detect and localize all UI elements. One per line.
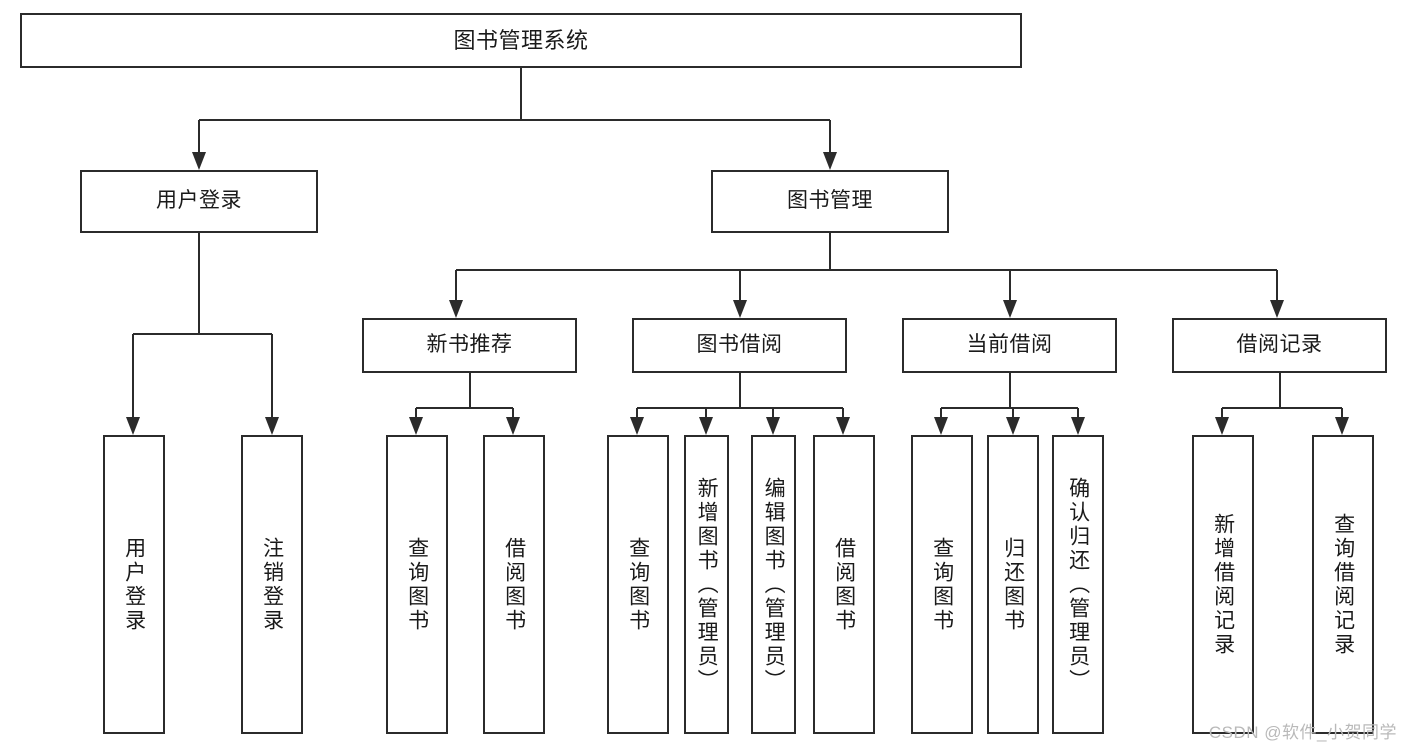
node-borrowing-records[interactable]: 借阅记录 [1172,318,1387,373]
node-root-book-management-system[interactable]: 图书管理系统 [20,13,1022,68]
leaf-new-query-book[interactable]: 查询图书 [386,435,448,734]
leaf-user-logout[interactable]: 注销登录 [241,435,303,734]
node-label: 查询图书 [930,536,954,633]
node-label: 确认归还（管理员） [1066,476,1090,693]
leaf-current-query-book[interactable]: 查询图书 [911,435,973,734]
node-label: 新书推荐 [426,333,513,357]
leaf-user-login[interactable]: 用户登录 [103,435,165,734]
leaf-current-confirm-return-admin[interactable]: 确认归还（管理员） [1052,435,1104,734]
node-label: 查询图书 [405,536,429,633]
leaf-new-borrow-book[interactable]: 借阅图书 [483,435,545,734]
leaf-record-add-borrowing-record[interactable]: 新增借阅记录 [1192,435,1254,734]
node-label: 图书管理 [787,189,873,213]
node-label: 查询借阅记录 [1331,512,1355,657]
node-label: 新增借阅记录 [1211,512,1235,657]
node-book-management[interactable]: 图书管理 [711,170,949,233]
leaf-record-query-borrowing-record[interactable]: 查询借阅记录 [1312,435,1374,734]
node-label: 当前借阅 [966,333,1053,357]
node-current-borrowing[interactable]: 当前借阅 [902,318,1117,373]
node-label: 归还图书 [1001,536,1025,633]
node-label: 借阅图书 [502,536,526,633]
leaf-borrow-edit-book-admin[interactable]: 编辑图书（管理员） [751,435,796,734]
node-label: 注销登录 [260,536,284,633]
node-label: 查询图书 [626,536,650,633]
node-user-login[interactable]: 用户登录 [80,170,318,233]
leaf-borrow-add-book-admin[interactable]: 新增图书（管理员） [684,435,729,734]
node-book-borrowing[interactable]: 图书借阅 [632,318,847,373]
leaf-borrow-query-book[interactable]: 查询图书 [607,435,669,734]
node-label: 用户登录 [122,536,146,633]
node-label: 图书借阅 [696,333,783,357]
node-label: 图书管理系统 [453,27,589,53]
csdn-watermark: CSDN @软件_小贺同学 [1208,723,1397,742]
leaf-borrow-take-book[interactable]: 借阅图书 [813,435,875,734]
node-label: 借阅图书 [832,536,856,633]
node-label: 新增图书（管理员） [695,476,719,693]
node-label: 用户登录 [156,189,242,213]
node-label: 借阅记录 [1236,333,1323,357]
leaf-current-return-book[interactable]: 归还图书 [987,435,1039,734]
node-label: 编辑图书（管理员） [762,476,786,693]
node-new-book-recommendation[interactable]: 新书推荐 [362,318,577,373]
